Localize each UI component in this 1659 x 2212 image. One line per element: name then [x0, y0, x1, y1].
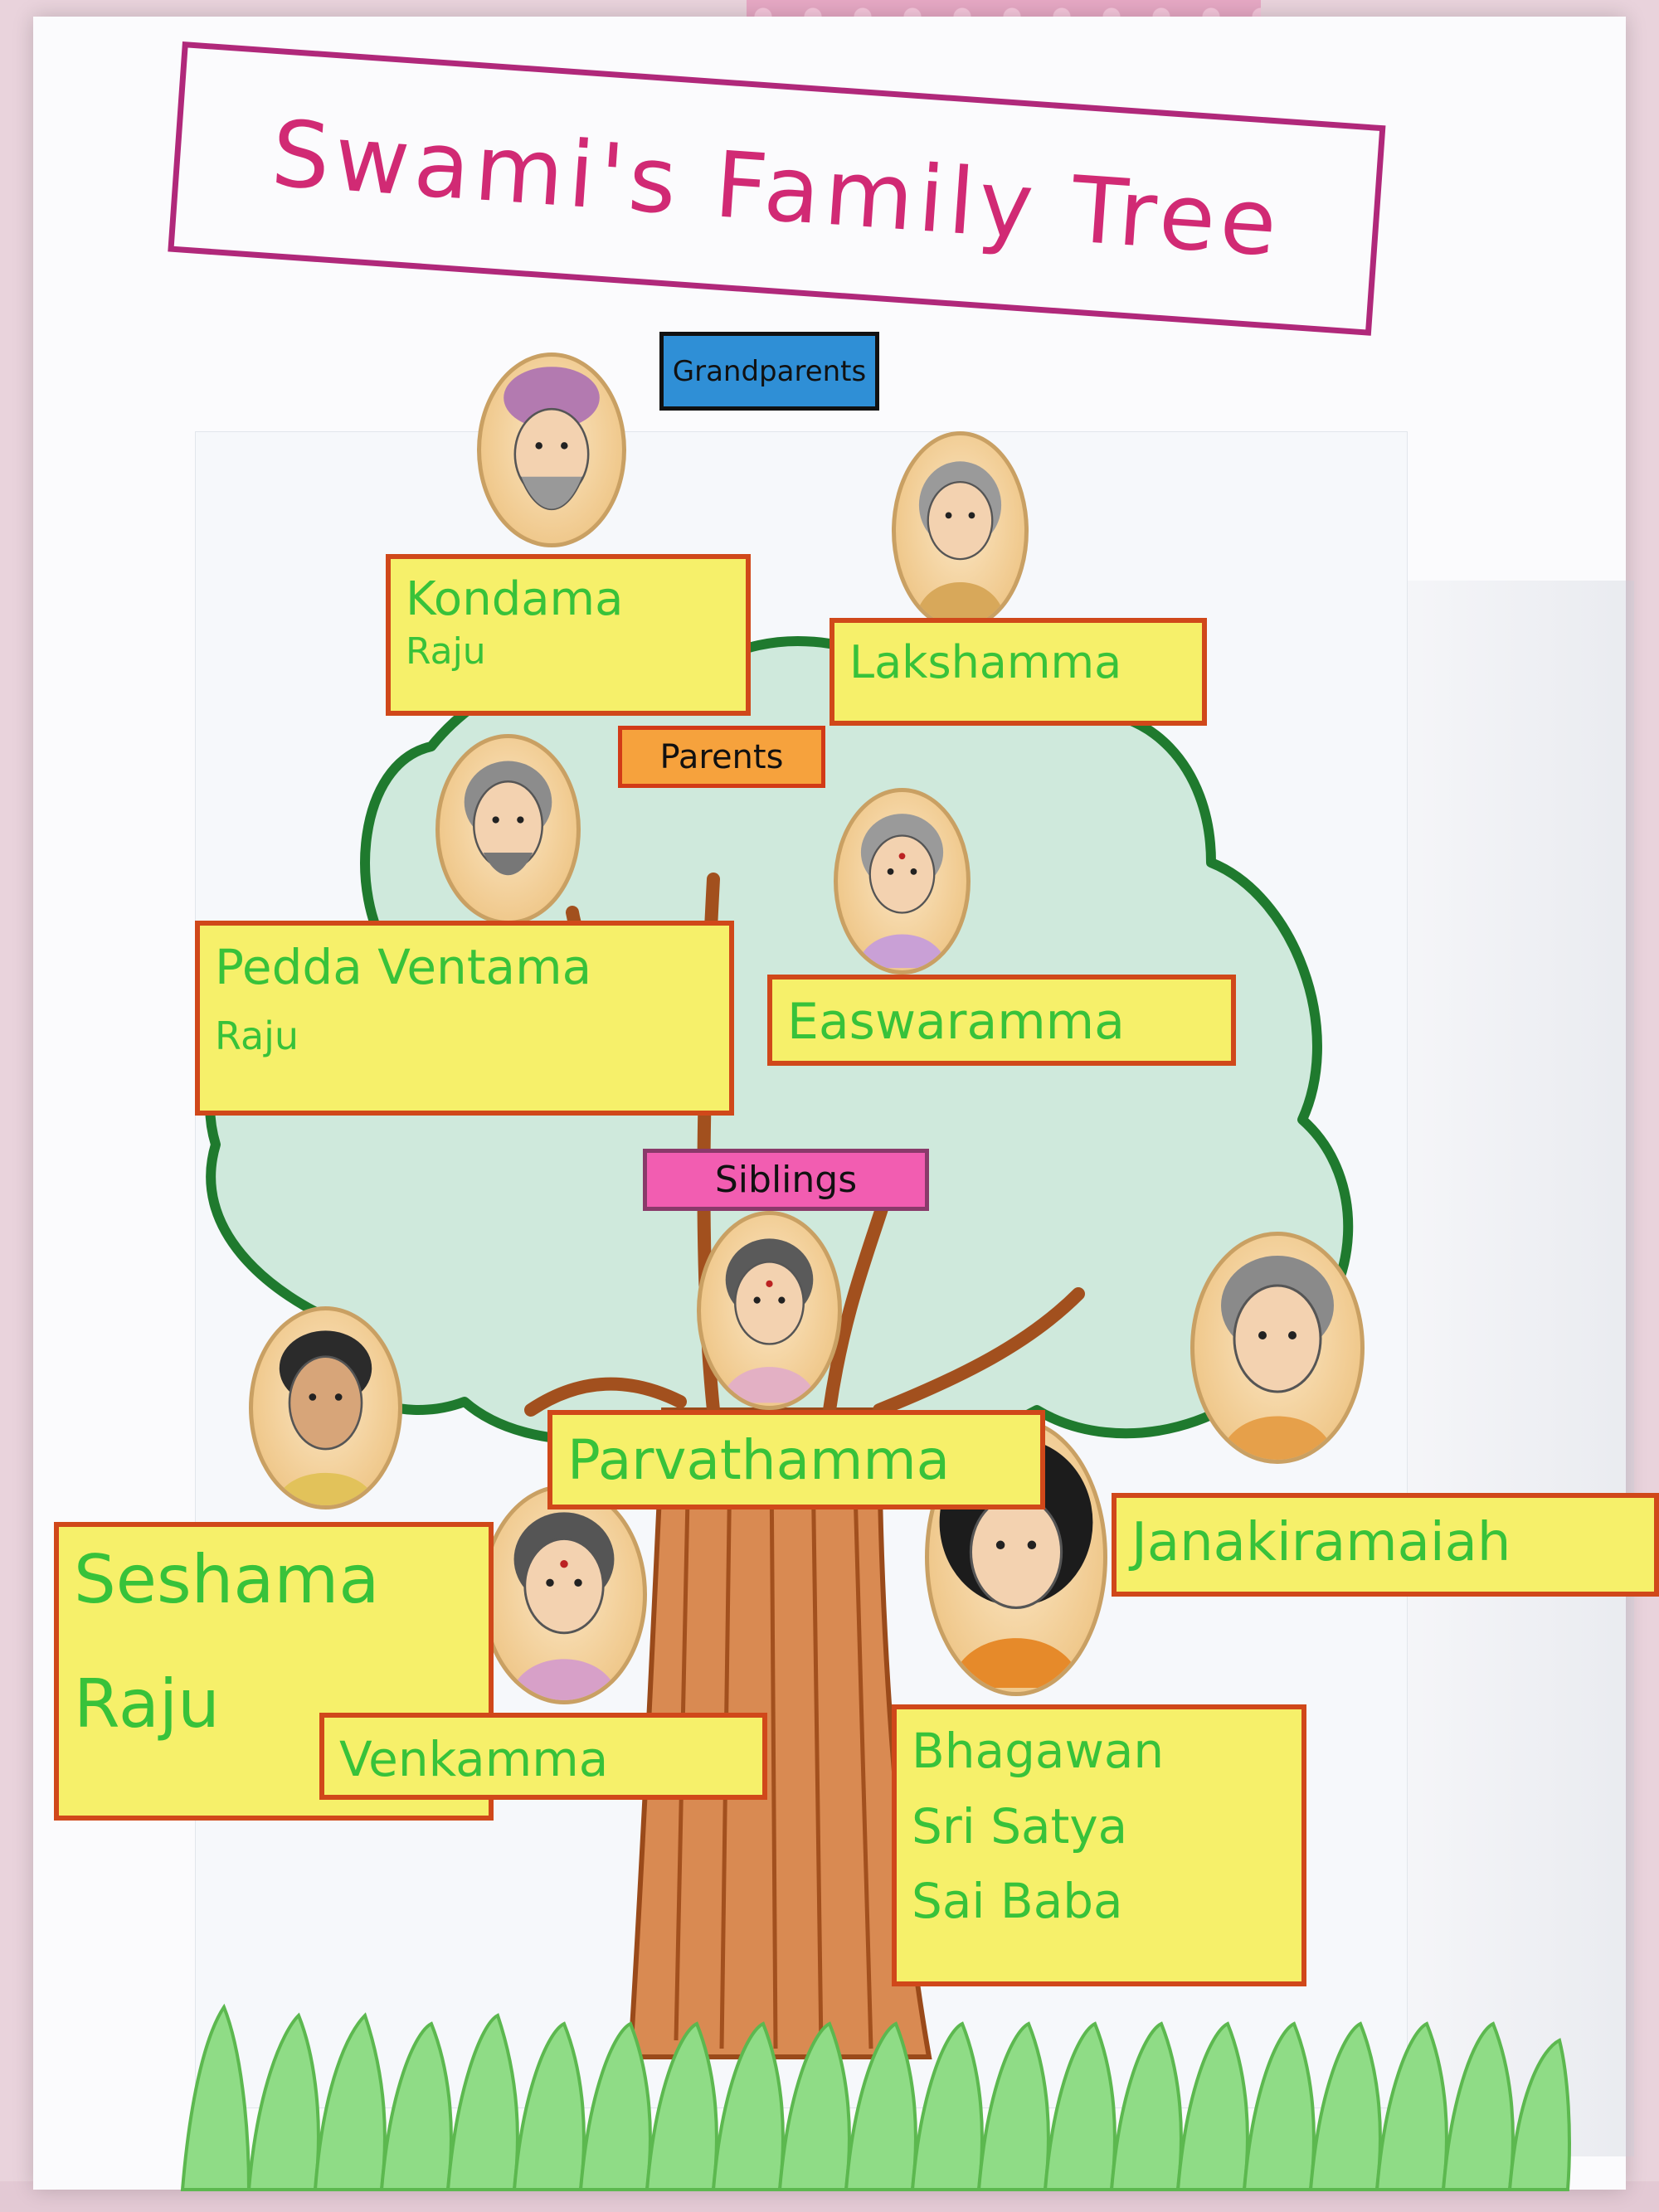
name-card-janakiramaiah: Janakiramaiah — [1112, 1493, 1659, 1597]
portrait-easwaramma — [834, 788, 971, 975]
name-line: Sri Satya — [912, 1797, 1128, 1855]
name-line: Kondama — [406, 572, 624, 626]
grass — [180, 2003, 1571, 2191]
name-line: Venkamma — [339, 1731, 609, 1787]
name-line: Raju — [406, 630, 486, 673]
name-line: Lakshamma — [849, 636, 1122, 688]
name-card-lakshamma: Lakshamma — [830, 618, 1207, 726]
portrait-janakiramaiah — [1190, 1232, 1365, 1464]
portrait-lakshamma — [892, 431, 1029, 630]
name-line: Seshama — [74, 1541, 380, 1618]
tree-trunk — [627, 1407, 932, 2059]
siblings-label: Siblings — [643, 1149, 929, 1211]
portrait-kondama-raju — [477, 352, 626, 547]
parents-label: Parents — [618, 726, 825, 788]
name-line: Raju — [74, 1665, 220, 1743]
name-line: Sai Baba — [912, 1873, 1123, 1929]
name-line: Easwaramma — [787, 993, 1125, 1051]
grandparents-label: Grandparents — [659, 332, 879, 411]
portrait-parvathamma — [697, 1211, 842, 1410]
name-card-kondama-raju: Kondama Raju — [386, 554, 751, 716]
name-line: Raju — [215, 1013, 299, 1058]
name-line: Bhagawan — [912, 1723, 1165, 1779]
portrait-seshama-raju — [249, 1306, 402, 1510]
name-card-parvathamma: Parvathamma — [547, 1410, 1045, 1510]
name-card-pedda-ventama-raju: Pedda Ventama Raju — [195, 921, 734, 1116]
portrait-venkamma — [481, 1485, 647, 1704]
name-line: Parvathamma — [567, 1428, 951, 1492]
name-card-easwaramma: Easwaramma — [767, 975, 1236, 1066]
name-line: Pedda Ventama — [215, 939, 592, 995]
name-line: Janakiramaiah — [1131, 1512, 1511, 1573]
name-card-venkamma: Venkamma — [319, 1713, 767, 1800]
portrait-pedda-ventama-raju — [435, 734, 581, 925]
name-card-sri-satya-sai-baba: Bhagawan Sri Satya Sai Baba — [892, 1704, 1306, 1986]
